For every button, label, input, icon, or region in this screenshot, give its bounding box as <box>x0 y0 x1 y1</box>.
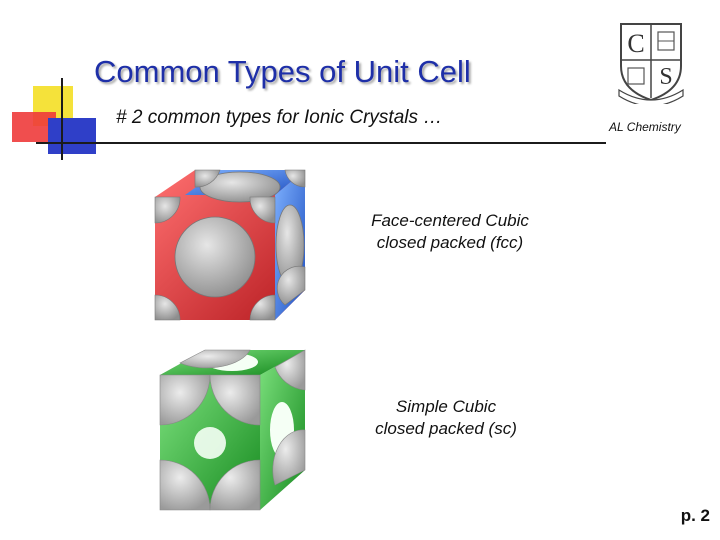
fcc-caption: Face-centered Cubic closed packed (fcc) <box>350 210 550 254</box>
school-crest-logo: C S <box>618 23 684 104</box>
title-underline <box>36 142 606 144</box>
sc-caption-line2: closed packed (sc) <box>375 419 517 438</box>
slide-title: Common Types of Unit Cell <box>94 54 471 89</box>
page-number: p. 2 <box>680 506 710 525</box>
sc-caption-line1: Simple Cubic <box>395 397 497 416</box>
decor-vertical-line <box>61 78 63 160</box>
fcc-caption-line2: closed packed (fcc) <box>376 233 524 252</box>
crest-letter-right: S <box>659 64 672 90</box>
sc-unit-cell-image <box>159 349 306 511</box>
fcc-unit-cell-image <box>154 169 306 321</box>
logo-caption: AL Chemistry <box>609 120 681 134</box>
sc-caption: Simple Cubic closed packed (sc) <box>346 396 546 440</box>
slide-subtitle: # 2 common types for Ionic Crystals … <box>116 107 443 128</box>
decor-blue-square <box>48 118 96 154</box>
fcc-caption-line1: Face-centered Cubic <box>371 211 529 230</box>
crest-letter-left: C <box>627 29 644 58</box>
